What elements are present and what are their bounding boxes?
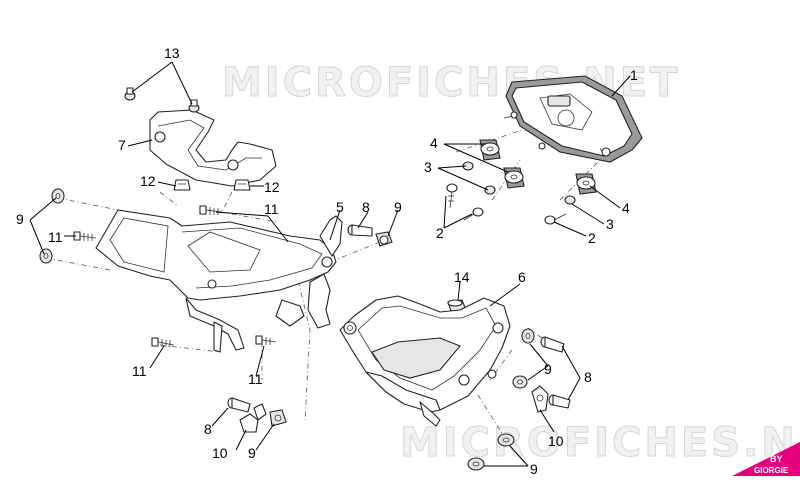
callout-2-right: 2 (588, 230, 596, 246)
callout-11-top: 11 (264, 201, 279, 217)
callout-8-upper: 8 (362, 199, 370, 215)
callout-9-left: 9 (16, 211, 24, 227)
callout-3-right: 3 (606, 216, 614, 232)
callout-8-lower: 8 (204, 421, 212, 437)
callout-11-lower-left: 11 (132, 363, 147, 379)
part-10-clamp-lower (239, 403, 267, 433)
callout-12-right: 12 (264, 179, 280, 195)
part-8-bolt-lower (227, 397, 251, 413)
callout-8-right: 8 (584, 369, 592, 385)
part-1-instrument-panel (503, 75, 643, 163)
part-9-grommets-right (512, 328, 535, 389)
callout-1: 1 (630, 67, 638, 83)
callout-9-bottom: 9 (530, 461, 538, 477)
watermark-bottom: MICROFICHES.NET (400, 420, 800, 466)
callout-9-lower: 9 (248, 445, 256, 461)
part-12-clip-nuts (173, 179, 251, 191)
watermark-top: MICROFICHES.NET (222, 60, 680, 106)
callout-11-lower-mid: 11 (248, 371, 263, 387)
part-3-washers (462, 161, 576, 205)
logo-line2: GIORGIE (754, 466, 789, 475)
callout-10-lower: 10 (212, 445, 228, 461)
callout-11-left: 11 (48, 229, 63, 245)
part-8-bolt-upper (347, 224, 373, 237)
part-4-rubber-mounts (479, 139, 597, 195)
callout-4-right: 4 (622, 200, 630, 216)
callout-3-left: 3 (424, 159, 432, 175)
giorgie-logo: BY GIORGIE (732, 442, 800, 476)
callout-4-left: 4 (430, 135, 438, 151)
part-5-left-bracket (95, 209, 343, 353)
callout-13: 13 (164, 45, 180, 61)
callout-10-right: 10 (548, 433, 564, 449)
leader-lines (29, 61, 631, 467)
callout-14: 14 (454, 269, 470, 285)
callout-9-right: 9 (544, 361, 552, 377)
callout-5: 5 (336, 199, 344, 215)
callout-6: 6 (518, 269, 526, 285)
callout-12-left: 12 (140, 173, 156, 189)
part-10-clamp-right (531, 385, 549, 413)
part-8-bolts-right (540, 336, 571, 409)
part-7-cover-plate (149, 109, 277, 187)
callout-labels: 13 7 12 12 9 11 11 5 8 9 1 4 3 2 4 3 2 1… (16, 45, 638, 477)
callout-9-upper: 9 (394, 199, 402, 215)
callout-7: 7 (118, 137, 126, 153)
part-6-right-bracket (339, 295, 511, 427)
part-13-pins (124, 87, 200, 113)
callout-2-left: 2 (436, 225, 444, 241)
part-9-washers-bottom (467, 433, 515, 471)
logo-line1: BY (770, 454, 783, 464)
part-2-screws (446, 183, 567, 225)
part-9-grommet-lower (269, 409, 287, 427)
part-9-grommet-upper (375, 231, 393, 247)
